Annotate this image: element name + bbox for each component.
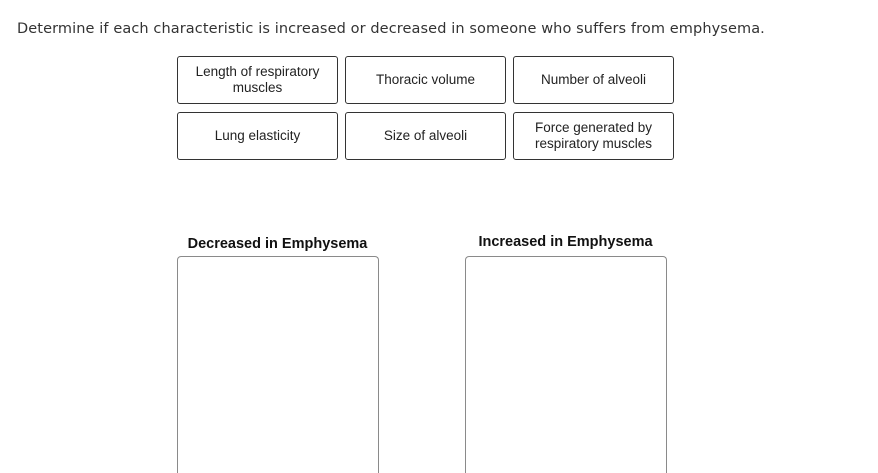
tile-size-of-alveoli[interactable]: Size of alveoli bbox=[345, 112, 506, 160]
tile-force-generated-by-respiratory-muscles[interactable]: Force generated by respiratory muscles bbox=[513, 112, 674, 160]
increased-zone-label: Increased in Emphysema bbox=[478, 234, 653, 250]
increased-drop-zone[interactable] bbox=[465, 256, 667, 473]
tile-number-of-alveoli[interactable]: Number of alveoli bbox=[513, 56, 674, 104]
decreased-zone-label: Decreased in Emphysema bbox=[187, 236, 368, 252]
tile-thoracic-volume[interactable]: Thoracic volume bbox=[345, 56, 506, 104]
decreased-drop-zone[interactable] bbox=[177, 256, 379, 473]
tile-length-of-respiratory-muscles[interactable]: Length of respiratory muscles bbox=[177, 56, 338, 104]
answer-bank: Length of respiratory muscles Thoracic v… bbox=[177, 56, 677, 160]
question-prompt: Determine if each characteristic is incr… bbox=[17, 21, 765, 37]
tile-lung-elasticity[interactable]: Lung elasticity bbox=[177, 112, 338, 160]
